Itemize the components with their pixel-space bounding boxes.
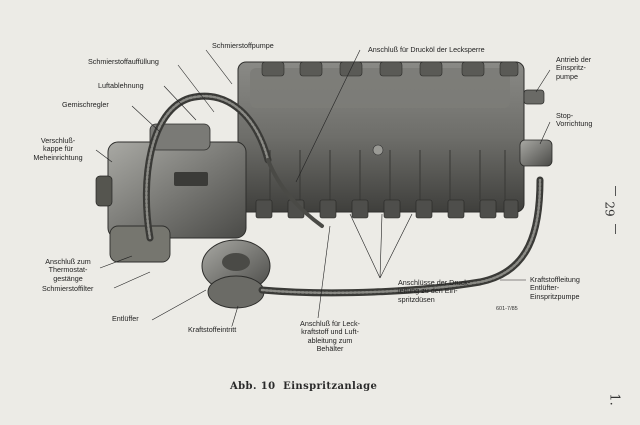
label-gemischregler: Gemischregler	[62, 100, 109, 109]
page-number-rule-bottom	[615, 224, 616, 234]
vent-bowl	[201, 239, 271, 309]
label-thermostat: Anschluß zum Thermostat- gestänge	[45, 257, 91, 283]
label-anschluss-druckoel: Anschluß für Drucköl der Lecksperre	[368, 45, 485, 54]
governor-housing	[95, 123, 247, 263]
label-entlueffer: Entlüffer	[112, 314, 139, 323]
figure-reference: 601-7/85	[496, 306, 518, 312]
leader-lines	[95, 49, 551, 327]
label-antrieb: Antrieb der Einspritz- pumpe	[556, 55, 592, 81]
label-luftablehnung: Luftablehnung	[98, 81, 144, 90]
side-mark: 1.	[606, 393, 622, 406]
pump-block	[237, 61, 553, 219]
figure-caption: Abb. 10 Einspritzanlage	[230, 381, 378, 392]
label-anschluesse-druck: Anschlüsse der Druck- leitung zu den Ein…	[398, 278, 471, 304]
page-number: 29	[602, 201, 617, 217]
fuel-hoses	[142, 92, 544, 297]
label-schmierstoffpumpe: Schmierstoffpumpe	[212, 41, 274, 50]
label-verschlusskappe: Verschluß- kappe für Meheinrichtung	[33, 136, 83, 162]
label-kraftstoffleitung: Kraftstoffleitung Entlüfter- Einspritzpu…	[530, 275, 580, 301]
label-leckkraftstoff: Anschluß für Leck- kraftstoff und Luft- …	[300, 319, 360, 354]
page-number-rule-top	[615, 186, 616, 196]
label-schmierstoffauffuellung: Schmierstoffauffüllung	[88, 57, 159, 66]
label-kraftstoffeintritt: Kraftstoffeintritt	[188, 325, 237, 334]
label-stop: Stop- Vorrichtung	[556, 111, 593, 129]
label-schmierstofffilter: Schmierstoffilter	[42, 284, 94, 293]
